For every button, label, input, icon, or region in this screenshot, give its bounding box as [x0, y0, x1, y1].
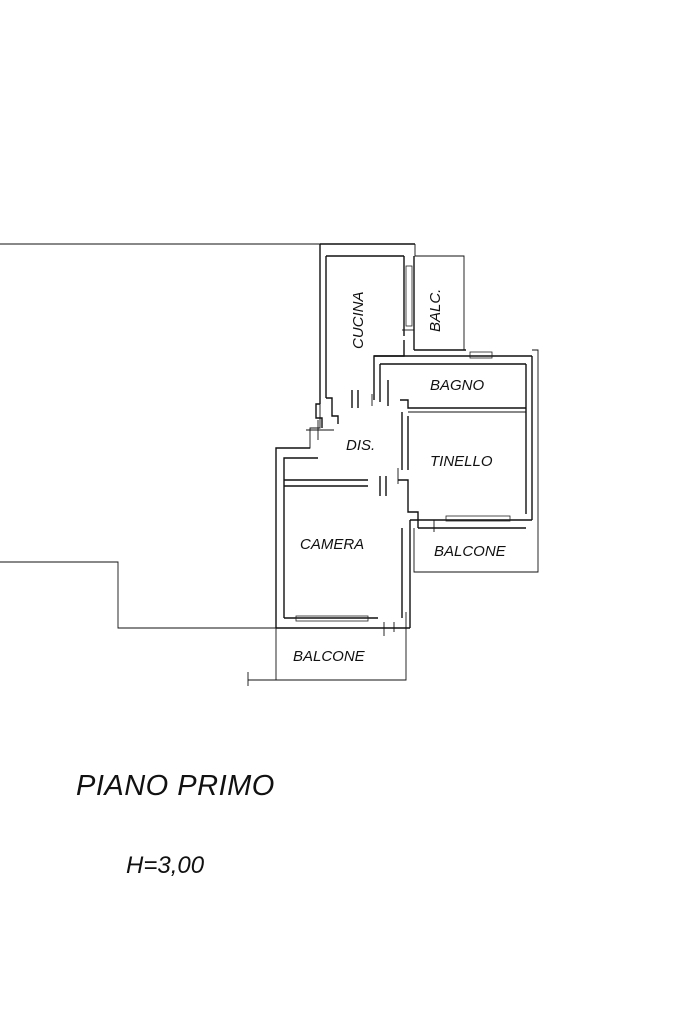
- room-label-balcone-right: BALCONE: [434, 543, 507, 560]
- room-label-balc: BALC.: [427, 289, 444, 332]
- room-label-balcone-bottom: BALCONE: [293, 648, 366, 665]
- balcone-right-outline: [413, 349, 539, 573]
- floor-title: PIANO PRIMO: [76, 770, 275, 802]
- floor-height-label: H=3,00: [126, 852, 205, 879]
- room-label-dis: DIS.: [346, 437, 375, 454]
- room-label-camera: CAMERA: [300, 536, 364, 553]
- balcone-bottom-outline: [247, 622, 407, 686]
- adjacent-building-outline: [0, 243, 321, 629]
- room-label-bagno: BAGNO: [430, 377, 485, 394]
- room-label-cucina: CUCINA: [350, 291, 367, 349]
- balc-outline: [402, 244, 465, 351]
- apartment-outer-walls: [275, 243, 533, 632]
- room-label-tinello: TINELLO: [430, 453, 493, 470]
